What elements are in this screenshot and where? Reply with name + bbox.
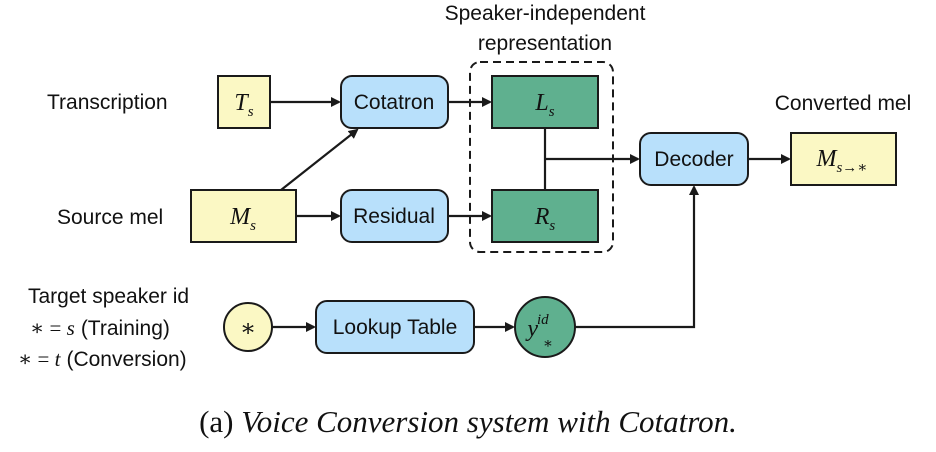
residual-latent-symbol: Rs	[534, 204, 556, 234]
training-suffix: (Training)	[81, 317, 170, 340]
converted-mel-sub: s→∗	[836, 160, 867, 176]
transcription-label: Transcription	[47, 91, 168, 114]
caption-prefix: (a)	[199, 404, 241, 439]
decoder-label: Decoder	[654, 148, 733, 171]
training-star: ∗	[30, 316, 44, 340]
speaker-independent-group	[469, 61, 614, 253]
source-mel-symbol-base: M	[229, 204, 252, 230]
speaker-embedding-sub-text: ∗	[543, 336, 553, 352]
speaker-independent-title-line2: representation	[478, 32, 612, 55]
residual-label: Residual	[353, 205, 435, 228]
linguistic-latent-symbol: Ls	[534, 90, 554, 120]
linguistic-latent-base: L	[534, 90, 548, 116]
speaker-embedding-symbol: yid	[525, 312, 549, 342]
training-s: s	[67, 316, 75, 340]
transcription-input-box	[217, 75, 271, 129]
training-equals: =	[44, 316, 66, 340]
training-line: ∗ = s (Training)	[30, 316, 170, 340]
caption-text: Voice Conversion system with Cotatron.	[241, 404, 737, 439]
source-mel-symbol-sub: s	[250, 218, 256, 234]
conversion-suffix: (Conversion)	[66, 348, 186, 371]
source-mel-symbol: Ms	[229, 204, 256, 234]
conversion-line: ∗ = t(Conversion)	[18, 347, 187, 371]
transcription-symbol-base: T	[234, 90, 249, 116]
converted-mel-base: M	[815, 146, 838, 172]
arrow-embedding-to-decoder	[575, 185, 699, 329]
residual-latent-sub: s	[549, 218, 555, 234]
lookup-table-label: Lookup Table	[333, 316, 458, 339]
cotatron-label: Cotatron	[354, 91, 435, 114]
transcription-symbol: Ts	[234, 90, 253, 120]
conversion-t: t	[55, 347, 62, 371]
speaker-independent-title-line1: Speaker-independent	[445, 2, 646, 25]
source-mel-label: Source mel	[57, 206, 163, 229]
target-speaker-id-label: Target speaker id	[28, 285, 189, 308]
converted-mel-symbol: Ms→∗	[815, 146, 867, 176]
linguistic-latent-sub: s	[549, 104, 555, 120]
conversion-star: ∗	[18, 347, 32, 371]
arrow-sourcemel-to-cotatron	[280, 128, 359, 191]
converted-mel-output-box	[790, 132, 897, 186]
converted-mel-label: Converted mel	[775, 92, 912, 115]
residual-latent-box	[491, 189, 599, 243]
residual-latent-base: R	[534, 204, 550, 230]
figure-caption: (a) Voice Conversion system with Cotatro…	[199, 404, 737, 439]
speaker-embedding-base: y	[525, 316, 538, 342]
speaker-id-star-symbol: ∗	[240, 316, 256, 342]
conversion-equals: =	[32, 347, 54, 371]
speaker-embedding-sup: id	[537, 312, 549, 328]
transcription-symbol-sub: s	[248, 104, 254, 120]
